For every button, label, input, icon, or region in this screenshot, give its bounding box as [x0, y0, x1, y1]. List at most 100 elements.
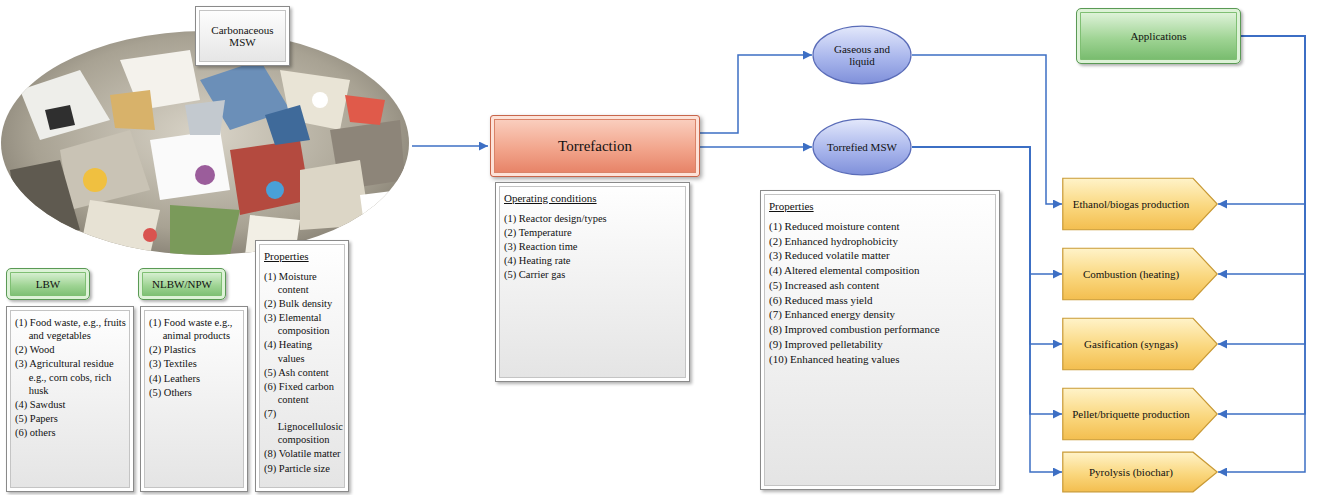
list-box: Properties (1) Reduced moisture content(2… — [760, 190, 1000, 490]
list-item: (4) Leathers — [149, 372, 240, 385]
list-item: (2) Bulk density — [264, 297, 341, 310]
list-item: (4) Sawdust — [15, 398, 126, 411]
text-area: Carbonaceous MSW — [202, 24, 283, 48]
list-item: (2) Plastics — [149, 343, 240, 356]
list-item: (3) Textiles — [149, 357, 240, 370]
text-area: Pellet/briquette production — [1070, 408, 1192, 420]
node-label: Pellet/briquette production — [1070, 408, 1192, 420]
application-pentagon: Combustion (heating) — [1062, 248, 1218, 300]
list-item: (3) Reduced volatile matter — [769, 249, 992, 263]
text-area: Pyrolysis (biochar) — [1070, 466, 1192, 478]
list-heading: Properties — [264, 250, 341, 264]
text-area: Properties (1) Reduced moisture content(2… — [769, 200, 992, 366]
list-item: (5) Others — [149, 386, 240, 399]
application-pentagon: Gasification (syngas) — [1062, 318, 1218, 370]
list-item: (5) Ash content — [264, 366, 341, 379]
category-box: NLBW/NPW — [138, 268, 226, 300]
list-item: (4) Heating rate — [504, 254, 682, 267]
list-item: (7) Enhanced energy density — [769, 308, 992, 322]
ellipse-shape — [813, 119, 911, 175]
pentagon-shape — [1063, 452, 1217, 492]
flow-arrow — [1218, 36, 1305, 414]
list-item: (8) Volatile matter — [264, 447, 341, 460]
flow-arrow — [1218, 36, 1305, 472]
flow-arrow — [1218, 36, 1305, 274]
pentagon-shape — [1063, 248, 1217, 299]
node-label: Carbonaceous MSW — [202, 24, 283, 48]
ellipse-shape — [813, 26, 911, 84]
node-label: NLBW/NPW — [144, 278, 220, 290]
text-area: Torrefied MSW — [826, 141, 898, 153]
text-area: Applications — [1082, 30, 1235, 42]
list-item: (3) Reaction time — [504, 240, 682, 253]
list-item: (1) Reduced moisture content — [769, 220, 992, 234]
text-area: Gaseous and liquid — [826, 43, 898, 67]
node-label: LBW — [12, 278, 84, 290]
process-box: Torrefaction — [490, 115, 700, 177]
text-area: (1) Food waste e.g., animal products(2) … — [149, 316, 240, 399]
list-item: (9) Particle size — [264, 462, 341, 475]
product-ellipse: Gaseous and liquid — [812, 25, 912, 85]
list-item: (5) Carrier gas — [504, 268, 682, 281]
node-label: Applications — [1082, 30, 1235, 42]
list-item: (9) Improved pelletability — [769, 338, 992, 352]
flow-arrow — [700, 146, 812, 148]
pentagon-shape — [1063, 178, 1217, 229]
list-item: (6) Reduced mass yield — [769, 294, 992, 308]
category-box: Applications — [1076, 8, 1241, 64]
flow-arrow — [1218, 36, 1305, 344]
list-item: (5) Increased ash content — [769, 279, 992, 293]
list-box: Operating conditions (1) Reactor design/t… — [495, 182, 690, 382]
node-label: Ethanol/biogas production — [1070, 198, 1192, 210]
list-box: Properties (1) Moisture content(2) Bulk d… — [255, 240, 349, 492]
list-heading: Operating conditions — [504, 192, 682, 206]
text-area: Ethanol/biogas production — [1070, 198, 1192, 210]
node-label: Torrefied MSW — [826, 141, 898, 153]
list-item: (4) Heating values — [264, 338, 341, 364]
list-item: (3) Agricultural residue e.g., corn cobs… — [15, 357, 126, 396]
text-area: Combustion (heating) — [1070, 268, 1192, 280]
list-item: (5) Papers — [15, 412, 126, 425]
text-area: Torrefaction — [497, 138, 693, 155]
list-box: (1) Food waste e.g., animal products(2) … — [140, 306, 248, 492]
list-item: (1) Food waste e.g., animal products — [149, 316, 240, 342]
list-item: (1) Reactor design/types — [504, 212, 682, 225]
text-area: Operating conditions (1) Reactor design/t… — [504, 192, 682, 281]
text-area: Gasification (syngas) — [1070, 338, 1192, 350]
list-item: (6) others — [15, 426, 126, 439]
product-ellipse: Torrefied MSW — [812, 118, 912, 176]
node-label: Pyrolysis (biochar) — [1070, 466, 1192, 478]
node-label: Gaseous and liquid — [826, 43, 898, 67]
title-box: Carbonaceous MSW — [195, 6, 290, 66]
flow-arrow — [912, 55, 1062, 204]
list-item: (6) Fixed carbon content — [264, 380, 341, 406]
list-item: (3) Elemental composition — [264, 311, 341, 337]
application-pentagon: Ethanol/biogas production — [1062, 178, 1218, 230]
node-label: Gasification (syngas) — [1070, 338, 1192, 350]
pentagon-shape — [1063, 318, 1217, 369]
list-item: (10) Enhanced heating values — [769, 353, 992, 367]
flow-arrow — [700, 55, 812, 133]
text-area: NLBW/NPW — [144, 278, 220, 290]
pentagon-shape — [1063, 388, 1217, 439]
list-item: (2) Enhanced hydrophobicity — [769, 235, 992, 249]
list-item: (4) Altered elemental composition — [769, 264, 992, 278]
text-area: Properties (1) Moisture content(2) Bulk d… — [264, 250, 341, 475]
list-item: (1) Moisture content — [264, 270, 341, 296]
list-item: (2) Temperature — [504, 226, 682, 239]
text-area: (1) Food waste, e.g., fruits and vegetab… — [15, 316, 126, 439]
input-arrow — [412, 145, 488, 147]
list-item: (8) Improved combustion performance — [769, 323, 992, 337]
application-pentagon: Pyrolysis (biochar) — [1062, 452, 1218, 492]
list-item: (1) Food waste, e.g., fruits and vegetab… — [15, 316, 126, 342]
list-item: (7) Lignocellulosic composition — [264, 407, 341, 446]
text-area: LBW — [12, 278, 84, 290]
application-pentagon: Pellet/briquette production — [1062, 388, 1218, 440]
category-box: LBW — [6, 268, 90, 300]
list-heading: Properties — [769, 200, 992, 214]
list-box: (1) Food waste, e.g., fruits and vegetab… — [6, 306, 134, 492]
node-label: Torrefaction — [497, 138, 693, 155]
list-item: (2) Wood — [15, 343, 126, 356]
node-label: Combustion (heating) — [1070, 268, 1192, 280]
